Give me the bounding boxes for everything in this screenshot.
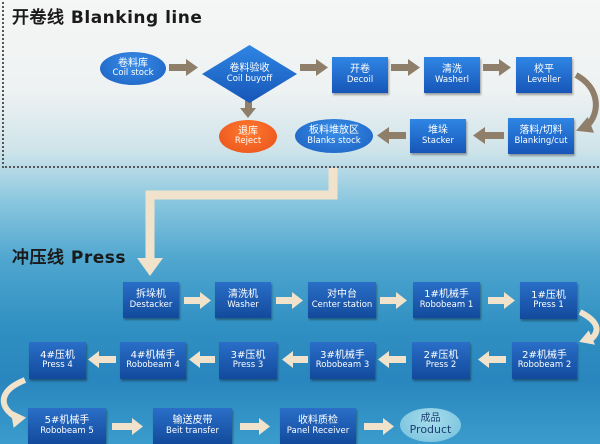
arrow-left-icon <box>282 351 308 368</box>
node-label-en: Press 3 <box>232 360 264 371</box>
node-label-zh: 清洗机 <box>228 289 258 301</box>
node-label-en: Washerl <box>435 74 469 85</box>
arrow-right-icon <box>300 59 328 76</box>
node-label-zh: 成品 <box>420 412 441 424</box>
node-label-en: Panel Receiver <box>286 425 350 436</box>
node-label-en: Stacker <box>422 135 454 146</box>
node-label-en: Washer <box>227 299 259 310</box>
node-label-en: Robobeam 4 <box>126 360 180 371</box>
node-label-en: Robobeam 2 <box>517 360 572 371</box>
arrow-right-icon <box>364 418 394 435</box>
node-label-zh: 拆垛机 <box>136 289 166 301</box>
node-label-zh: 3#压机 <box>230 349 266 361</box>
node-label-zh: 1#机械手 <box>424 289 469 301</box>
node-label-en: Press 4 <box>42 360 73 371</box>
node-label-zh: 1#压机 <box>531 289 566 301</box>
node-label-zh: 卷料验收 <box>229 63 270 75</box>
node-label-en: Press 1 <box>533 300 564 311</box>
node-label-zh: 卷料库 <box>118 57 148 69</box>
node-label-zh: 校平 <box>534 64 554 76</box>
arrow-right-icon <box>112 418 143 435</box>
node-label-en: Product <box>409 423 452 437</box>
node-label-en: Blanking/cut <box>514 135 568 146</box>
blanking-line-title: 开卷线 Blanking line <box>12 8 203 28</box>
node-label-en: Robobeam 1 <box>419 299 474 310</box>
node-label-en: Beit transfer <box>165 425 220 436</box>
blanking-arrows <box>169 59 511 144</box>
node-label-zh: 板料堆放区 <box>309 125 359 137</box>
node-label-zh: 5#机械手 <box>44 415 90 427</box>
node-label-en: Robobeam 3 <box>315 360 370 371</box>
arrow-left-icon <box>378 351 406 368</box>
arrow-right-icon <box>276 292 303 309</box>
arrow-left-icon <box>88 351 116 368</box>
node-label-en: Robobeam 5 <box>40 425 94 436</box>
node-label-zh: 输送皮带 <box>172 415 213 427</box>
node-label-en: Coil buyoff <box>226 73 273 84</box>
curved-arrow-icon <box>0 377 27 419</box>
arrow-right-icon <box>169 59 198 76</box>
node-label-zh: 4#压机 <box>40 349 75 361</box>
node-label-zh: 2#压机 <box>423 349 459 361</box>
node-label-zh: 2#机械手 <box>522 349 567 361</box>
node-label-zh: 清洗 <box>442 64 462 76</box>
node-label-en: Decoil <box>346 74 374 85</box>
arrow-down-icon <box>240 96 256 118</box>
node-label-zh: 收料质检 <box>298 415 338 427</box>
curved-arrow-icon <box>578 309 600 343</box>
arrow-right-icon <box>391 59 420 76</box>
arrow-right-icon <box>380 292 407 309</box>
node-label-en: Coil stock <box>112 68 154 79</box>
press-arrows <box>88 292 515 435</box>
arrow-left-icon <box>377 127 406 144</box>
node-label-en: Press 2 <box>425 360 457 371</box>
arrow-right-icon <box>240 418 270 435</box>
node-label-zh: 堆垛 <box>428 125 448 137</box>
node-label-zh: 3#机械手 <box>320 349 365 361</box>
press-line-title: 冲压线 Press <box>12 248 127 268</box>
node-label-en: Destacker <box>129 299 173 310</box>
arrow-left-icon <box>189 351 215 368</box>
arrow-left-icon <box>473 127 504 144</box>
node-label-zh: 开卷 <box>350 64 370 76</box>
node-label-zh: 4#机械手 <box>130 349 176 361</box>
node-label-en: Reject <box>234 136 262 147</box>
arrow-left-icon <box>478 351 506 368</box>
section-connector-arrow <box>145 168 338 262</box>
node-label-en: Leveller <box>527 74 561 85</box>
arrow-right-icon <box>184 292 211 309</box>
blanking-section-border <box>2 0 600 168</box>
node-label-en: Center station <box>311 299 373 310</box>
node-label-en: Blanks stock <box>307 135 361 146</box>
node-label-zh: 对中台 <box>327 289 357 301</box>
node-label-zh: 退库 <box>238 125 258 137</box>
arrow-right-icon <box>488 292 515 309</box>
arrow-right-icon <box>483 59 511 76</box>
curved-arrow-icon <box>574 72 599 128</box>
node-label-zh: 落料/切料 <box>519 125 563 137</box>
